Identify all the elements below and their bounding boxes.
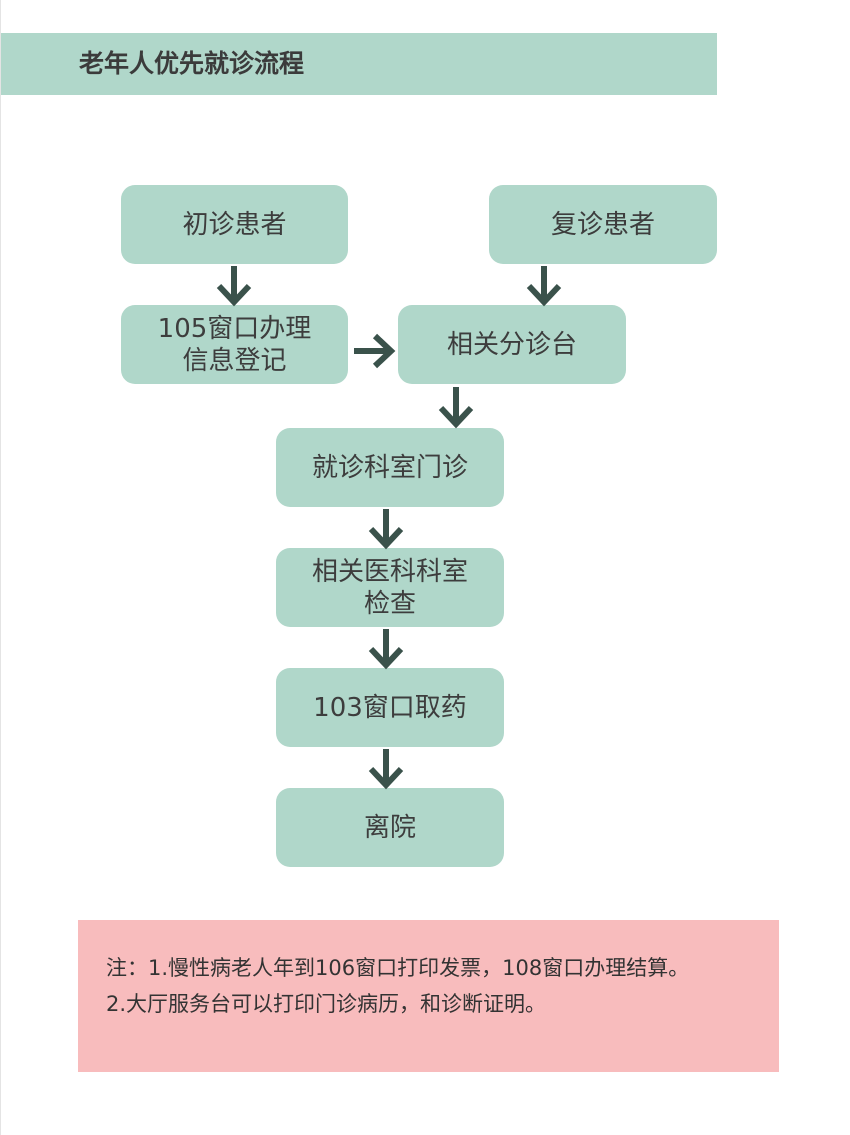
page-title: 老年人优先就诊流程 [79, 49, 305, 78]
node-clinic: 就诊科室门诊 [276, 428, 504, 507]
page-border [0, 0, 1, 1135]
arrow-down-icon [438, 387, 474, 429]
node-pharmacy: 103窗口取药 [276, 668, 504, 747]
note-line-1: 注：1.慢性病老人年到106窗口打印发票，108窗口办理结算。 [106, 956, 690, 980]
node-window-105-line1: 105窗口办理 [157, 313, 312, 344]
note-line-2: 2.大厅服务台可以打印门诊病历，和诊断证明。 [106, 992, 547, 1016]
node-clinic-label: 就诊科室门诊 [311, 452, 468, 483]
node-window-105-line2: 信息登记 [182, 345, 287, 376]
arrow-down-icon [526, 266, 562, 307]
node-exam-line2: 检查 [363, 588, 416, 619]
node-return-visit: 复诊患者 [489, 185, 717, 264]
arrow-down-icon [216, 266, 252, 307]
node-triage: 相关分诊台 [398, 305, 626, 384]
node-leave-label: 离院 [363, 812, 416, 843]
arrow-down-icon [368, 509, 404, 550]
arrow-right-icon [354, 333, 396, 369]
node-first-visit: 初诊患者 [121, 185, 348, 264]
title-bar: 老年人优先就诊流程 [1, 33, 717, 95]
node-return-visit-label: 复诊患者 [550, 209, 655, 240]
node-exam: 相关医科科室 检查 [276, 548, 504, 627]
node-exam-line1: 相关医科科室 [311, 556, 468, 587]
note-box: 注：1.慢性病老人年到106窗口打印发票，108窗口办理结算。 2.大厅服务台可… [78, 920, 779, 1072]
node-triage-label: 相关分诊台 [446, 329, 577, 360]
arrow-down-icon [368, 749, 404, 790]
node-pharmacy-label: 103窗口取药 [313, 692, 467, 723]
node-leave: 离院 [276, 788, 504, 867]
arrow-down-icon [368, 629, 404, 670]
node-window-105: 105窗口办理 信息登记 [121, 305, 348, 384]
node-first-visit-label: 初诊患者 [182, 209, 287, 240]
